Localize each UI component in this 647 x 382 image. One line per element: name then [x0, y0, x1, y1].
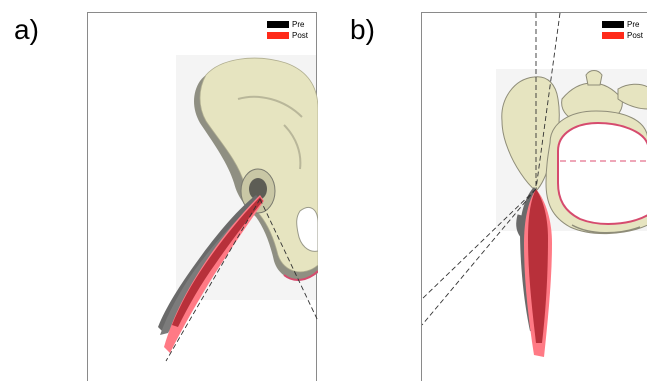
panel-a-illustration [88, 13, 318, 382]
panel-a-label: a) [14, 16, 39, 44]
pelvic-inlet [558, 123, 647, 224]
panel-b-label: b) [350, 16, 375, 44]
panel-a: Pre Post [87, 12, 317, 381]
line-of-action-lateral-post [422, 189, 536, 325]
vertebra [586, 71, 602, 86]
panel-b-illustration [422, 13, 647, 382]
acetabulum-socket [249, 178, 267, 200]
panel-b: Pre Post [421, 12, 647, 381]
